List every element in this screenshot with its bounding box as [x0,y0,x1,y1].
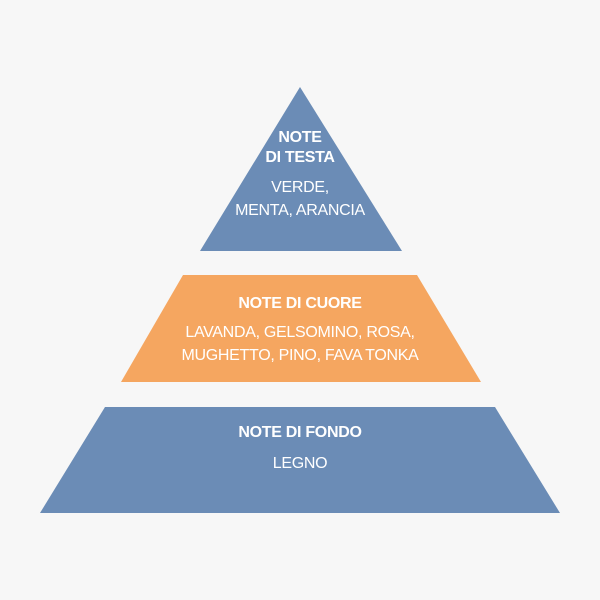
middle-tier-notes: LAVANDA, GELSOMINO, ROSA, MUGHETTO, PINO… [181,324,419,364]
middle-tier-title: NOTE DI CUORE [238,295,362,312]
pyramid-middle-tier [121,275,481,382]
bottom-tier-notes: LEGNO [272,455,328,472]
bottom-tier-title: NOTE DI FONDO [238,424,362,441]
pyramid-bottom-tier [40,407,560,513]
pyramid-top-tier [200,87,402,251]
top-tier-title: NOTE DI TESTA [265,129,335,166]
top-tier-notes: VERDE, MENTA, ARANCIA [235,179,365,219]
